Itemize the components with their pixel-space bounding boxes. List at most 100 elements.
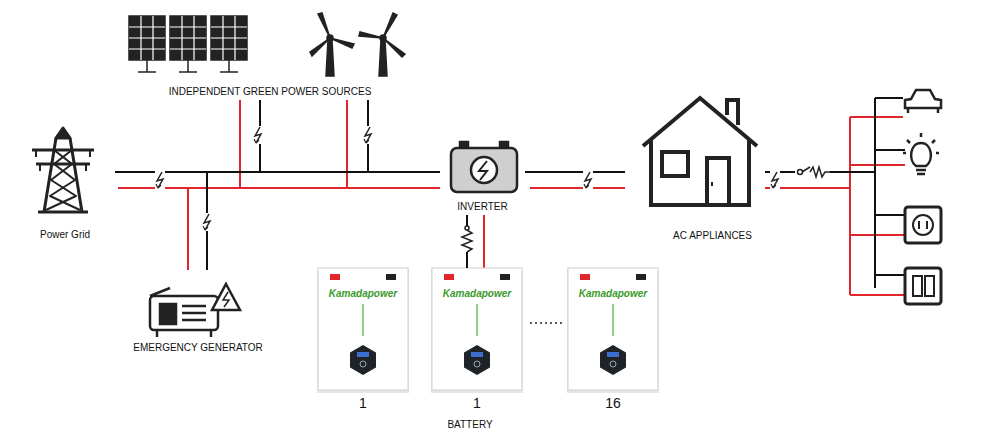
brand-logo: Kamadapower: [443, 288, 511, 300]
black-wire: [875, 214, 905, 216]
battery-body: [476, 304, 478, 336]
generator-icon: [212, 284, 240, 310]
ellipsis-dots: [560, 322, 562, 324]
house-icon: [651, 140, 749, 205]
switch-icon: [913, 276, 922, 296]
house-icon: [727, 100, 738, 125]
house-icon: [711, 182, 713, 186]
lightning-symbol: [365, 127, 371, 143]
solar-panel: [146, 60, 148, 72]
power-tower: [32, 149, 94, 152]
socket-icon: [926, 221, 928, 229]
ellipsis-dots: [530, 322, 532, 324]
battery-body: [350, 345, 376, 375]
wind-turbine: [379, 40, 387, 76]
generator-icon: [150, 296, 218, 330]
battery-body: [432, 268, 522, 390]
ellipsis-dots: [540, 322, 542, 324]
node-label: EMERGENCY GENERATOR: [133, 342, 262, 354]
breaker-symbol: [802, 167, 810, 172]
lightning-symbol: [253, 126, 263, 144]
red-wire: [346, 100, 348, 188]
lightning-symbol: [156, 184, 161, 188]
battery-body: [357, 352, 369, 357]
power-tower: [39, 164, 41, 171]
source-group: INDEPENDENT GREEN POWER SOURCES: [120, 8, 420, 100]
resistor-symbol: [465, 226, 469, 230]
power-tower: [38, 211, 88, 214]
lightning-symbol: [253, 126, 263, 144]
breaker-symbol: [810, 167, 830, 177]
battery-number: 1: [314, 395, 412, 411]
battery-body: [431, 269, 523, 393]
red-wire: [483, 215, 485, 270]
free-label: BATTERY: [447, 419, 492, 431]
lightning-symbol: [155, 171, 165, 189]
bulb-icon: [936, 152, 939, 155]
battery-body: [317, 268, 409, 393]
battery-node: Kamadapower1: [314, 268, 412, 390]
solar-panel: [129, 16, 165, 60]
generator-icon: [182, 319, 206, 322]
grid-node: Power Grid: [15, 125, 115, 243]
wind-turbine: [359, 32, 383, 38]
panel-grid: [170, 37, 206, 38]
generator-icon: [150, 288, 170, 296]
resistor-symbol: [461, 230, 473, 252]
generator-icon: [223, 292, 229, 307]
lightning-symbol: [585, 172, 591, 188]
brand-logo: Kamadapower: [329, 288, 397, 300]
wind-turbine: [310, 13, 405, 76]
solar-panel: [187, 60, 189, 72]
lightning-symbol: [772, 172, 778, 188]
panel-grid: [129, 16, 247, 60]
power-tower: [85, 164, 87, 171]
solar-panel: [179, 71, 197, 73]
car-icon: [905, 90, 941, 113]
panel-grid: [211, 37, 247, 38]
red-wire: [850, 164, 905, 166]
black-wire: [875, 274, 905, 276]
socket-icon: [905, 207, 941, 243]
lightning-symbol: [155, 126, 780, 231]
power-tower: [50, 150, 80, 210]
generator-icon: [182, 305, 206, 308]
house-node: AC APPLIANCES: [625, 88, 800, 244]
battery-body: [474, 361, 480, 367]
inverter-icon: [479, 161, 487, 180]
battery-body: [317, 269, 409, 393]
panel-grid: [129, 37, 165, 38]
car-icon: [907, 108, 910, 113]
socket-icon: [918, 221, 920, 229]
panel-grid: [211, 48, 247, 49]
lightning-symbol: [157, 172, 163, 188]
node-label: INVERTER: [457, 201, 507, 213]
house-icon: [643, 98, 757, 146]
battery-body: [444, 274, 454, 280]
breaker-symbol: [795, 165, 830, 179]
red-wire: [187, 188, 189, 270]
power-wire: [207, 172, 440, 270]
battery-body: [362, 304, 364, 336]
red-wire: [850, 294, 905, 296]
generator-icon: [182, 312, 206, 315]
battery-node: Kamadapower16: [564, 268, 662, 390]
inverter-icon: [451, 142, 517, 192]
power-tower: [32, 128, 94, 212]
power-tower: [36, 163, 90, 166]
bulb-icon: [917, 173, 925, 176]
lightning-symbol: [255, 127, 261, 143]
lightning-symbol: [363, 126, 373, 144]
resistor-symbol: [462, 230, 472, 252]
power-tower: [35, 150, 37, 157]
inverter-icon: [471, 157, 497, 183]
solar-panel: [138, 71, 156, 73]
black-wire: [368, 98, 905, 288]
black-wire: [875, 97, 903, 99]
lightning-symbol: [254, 139, 259, 143]
red-wire: [118, 100, 905, 295]
battery-body: [318, 268, 408, 390]
